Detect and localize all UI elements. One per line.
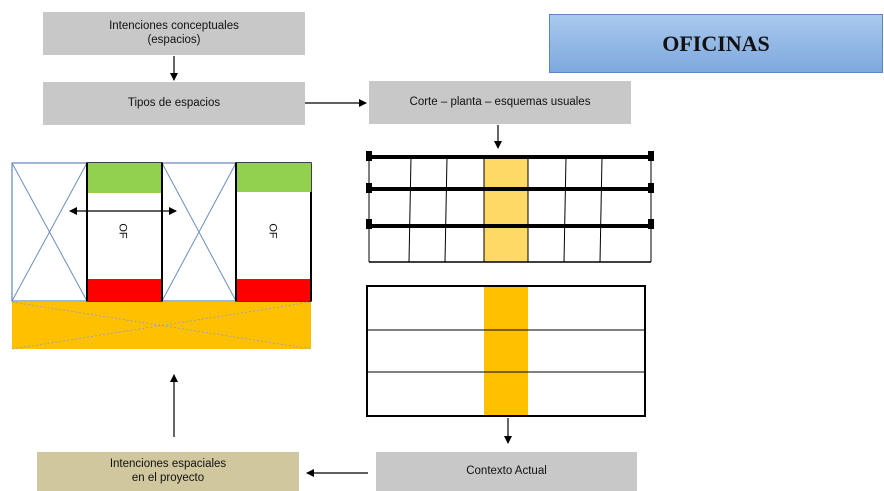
intenciones-espaciales-box: Intenciones espaciales en el proyecto xyxy=(37,452,299,491)
section-light-yellow-column xyxy=(484,157,528,262)
tipos-espacios-box: Tipos de espacios xyxy=(43,82,305,125)
red-band-2 xyxy=(236,279,311,301)
intenciones-conceptuales-box: Intenciones conceptuales (espacios) xyxy=(43,12,305,55)
left-schematic xyxy=(11,162,312,350)
contexto-actual-box: Contexto Actual xyxy=(376,452,637,491)
green-band-2 xyxy=(236,163,311,192)
office-label-1: OF xyxy=(116,223,129,239)
corte-planta-box: Corte – planta – esquemas usuales xyxy=(369,81,631,124)
green-band-1 xyxy=(87,163,162,193)
page-title: OFICINAS xyxy=(549,14,883,73)
red-band-1 xyxy=(87,279,162,301)
plan-schematic xyxy=(366,285,646,417)
office-label-2: OF xyxy=(266,223,279,239)
section-schematic xyxy=(366,151,654,263)
plan-yellow-column xyxy=(484,287,528,415)
